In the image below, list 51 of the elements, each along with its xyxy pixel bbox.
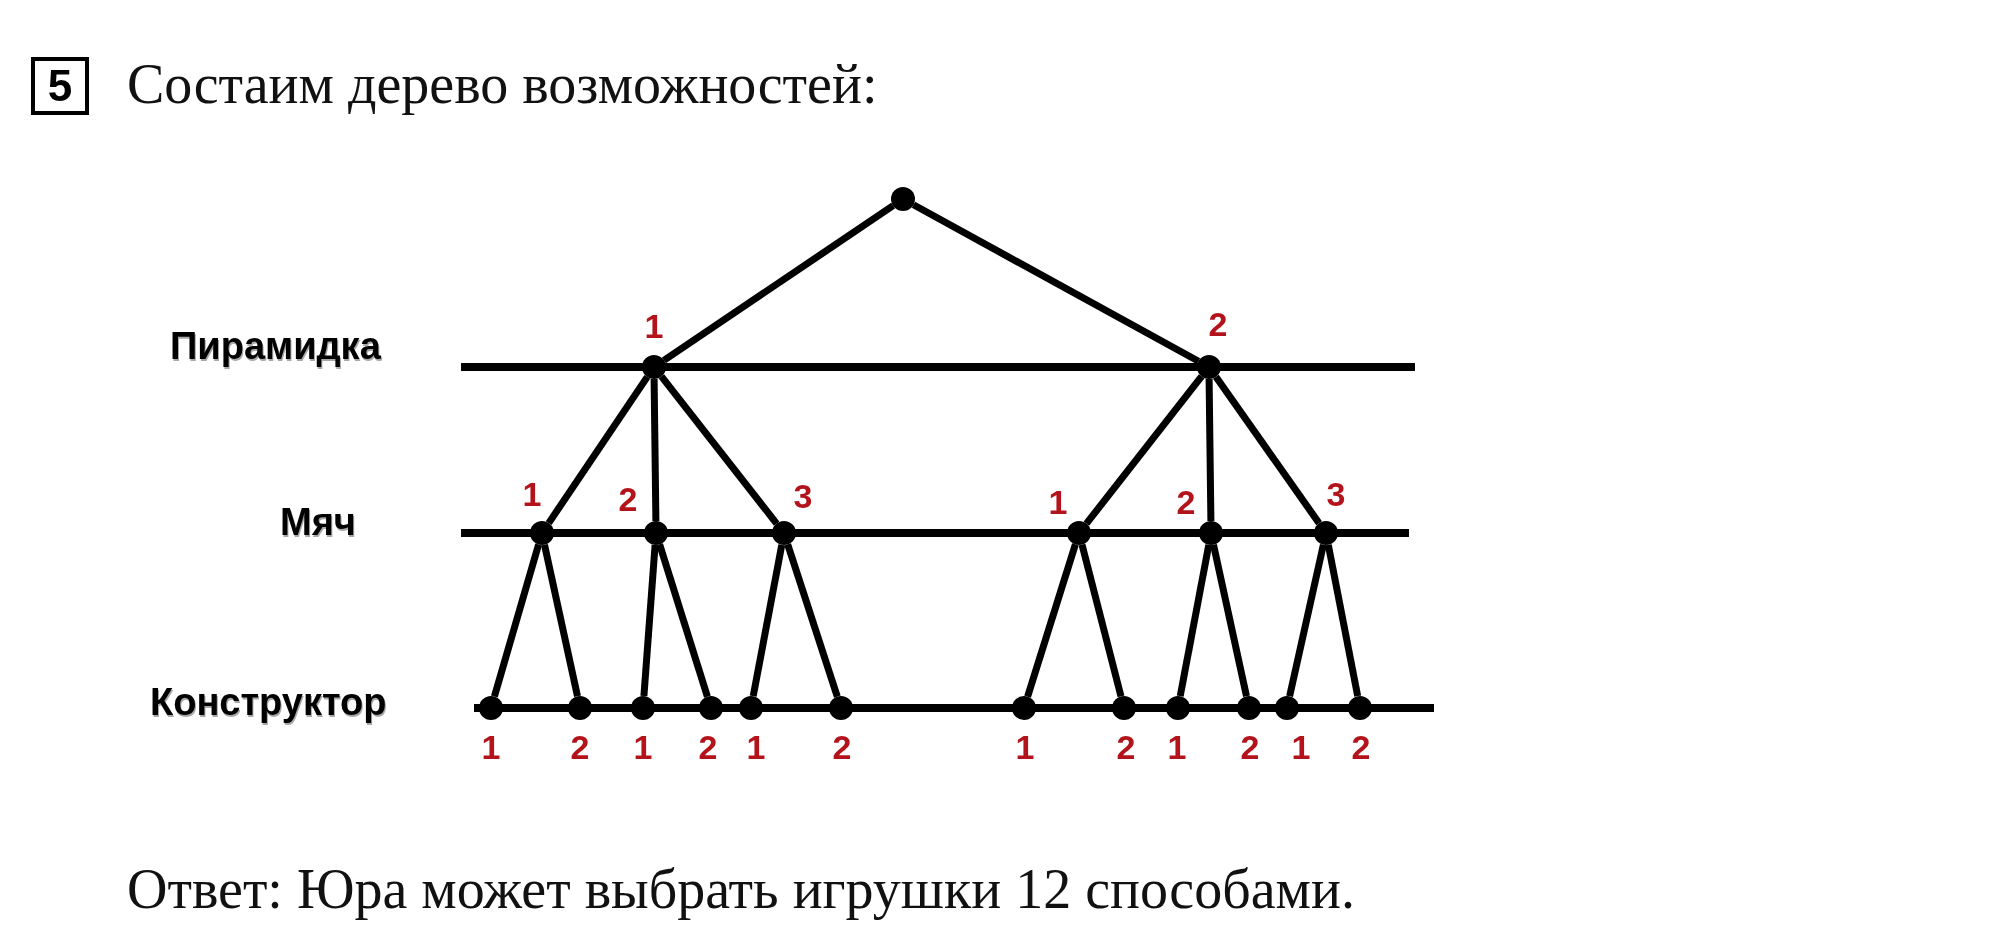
branch-line	[784, 543, 841, 698]
node-number: 1	[1048, 485, 1068, 519]
branch-line	[661, 202, 896, 364]
tree-node-dot	[530, 521, 554, 545]
node-number: 1	[1291, 730, 1311, 764]
node-number: 1	[644, 309, 664, 343]
branch-line	[1176, 544, 1213, 697]
node-number: 2	[1176, 485, 1196, 519]
node-number: 3	[793, 479, 813, 513]
branch-line	[650, 378, 660, 522]
branch-line	[1024, 543, 1079, 698]
branch-line	[491, 543, 542, 698]
branch-line	[545, 374, 651, 526]
branch-line	[658, 374, 780, 526]
level-label: Конструктор	[150, 683, 387, 721]
tree-node-dot	[1197, 355, 1221, 379]
level-label: Мяч	[280, 503, 356, 541]
tree-node-dot	[642, 355, 666, 379]
node-number: 1	[1167, 730, 1187, 764]
node-number: 2	[698, 730, 718, 764]
branch-line	[1286, 543, 1327, 698]
branch-line	[656, 543, 711, 698]
tree-node-dot	[891, 187, 915, 211]
node-number: 2	[570, 730, 590, 764]
branch-line	[1324, 544, 1362, 697]
node-number: 1	[633, 730, 653, 764]
node-number: 1	[481, 730, 501, 764]
node-number: 2	[832, 730, 852, 764]
tree-node-dot	[1067, 521, 1091, 545]
node-number: 2	[1208, 307, 1228, 341]
branch-line	[1078, 543, 1125, 698]
branch-line	[640, 544, 659, 697]
branch-line	[749, 544, 786, 697]
branch-line	[911, 201, 1201, 365]
node-number: 2	[1351, 730, 1371, 764]
branch-line	[1213, 374, 1322, 526]
tree-node-dot	[1314, 521, 1338, 545]
node-number: 3	[1326, 477, 1346, 511]
branch-line	[1083, 374, 1205, 526]
task-number: 5	[31, 57, 89, 115]
branch-line	[1210, 543, 1250, 698]
level-label: Пирамидка	[170, 327, 381, 365]
branch-line	[541, 543, 581, 698]
branch-line	[1205, 378, 1215, 522]
node-number: 2	[1240, 730, 1260, 764]
node-number: 1	[522, 477, 542, 511]
node-number: 1	[1015, 730, 1035, 764]
tree-node-dot	[772, 521, 796, 545]
node-number: 2	[1116, 730, 1136, 764]
node-number: 2	[618, 482, 638, 516]
node-number: 1	[746, 730, 766, 764]
